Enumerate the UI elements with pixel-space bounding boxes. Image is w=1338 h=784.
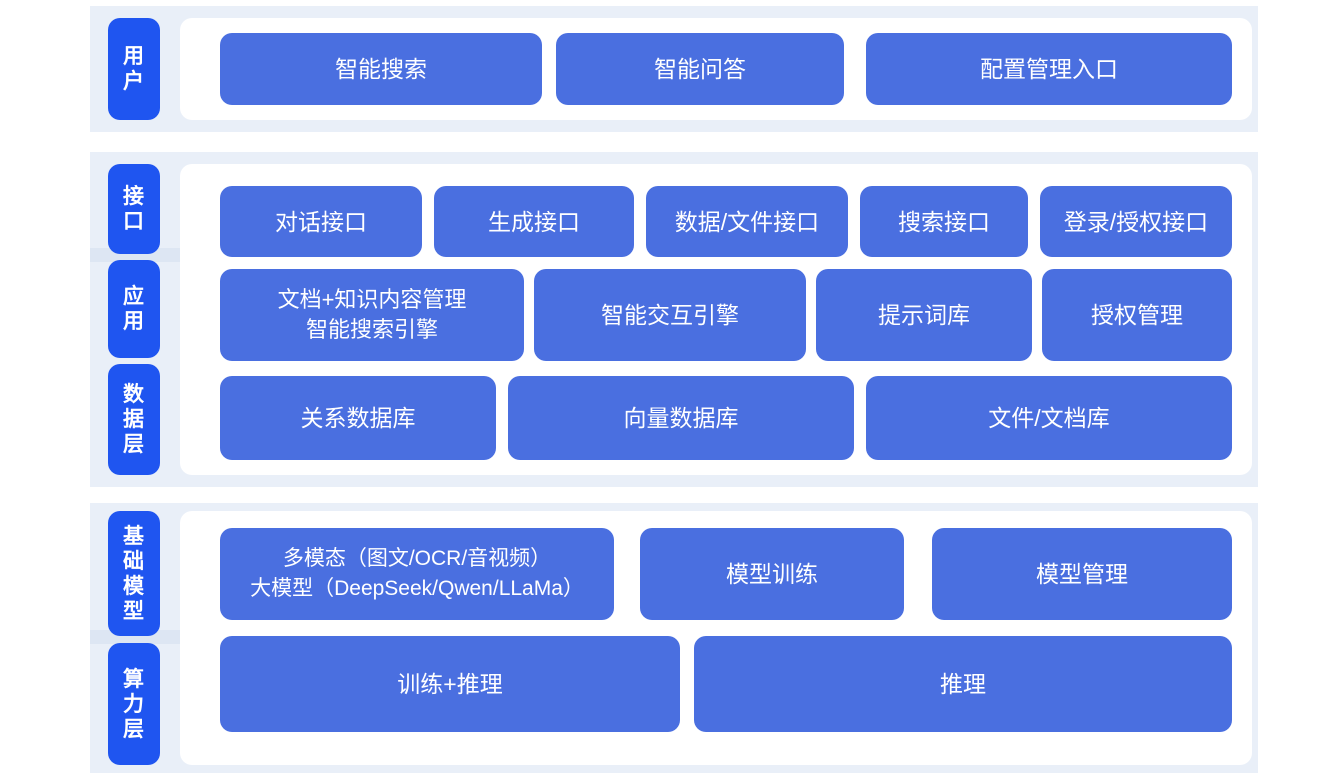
sidebar-tab-foundation-model[interactable]: 基础模型 bbox=[108, 511, 160, 636]
box-label: 关系数据库 bbox=[300, 405, 416, 431]
box-smart-interaction-engine[interactable]: 智能交互引擎 bbox=[534, 269, 806, 361]
box-label-line-2: 智能搜索引擎 bbox=[305, 317, 438, 342]
box-label-line-1: 多模态（图文/OCR/音视频） bbox=[282, 547, 552, 570]
sidebar-tab-data-layer[interactable]: 数据层 bbox=[108, 364, 160, 475]
box-generation-api[interactable]: 生成接口 bbox=[434, 186, 634, 257]
box-label: 数据/文件接口 bbox=[674, 208, 820, 235]
box-label: 模型管理 bbox=[1036, 561, 1128, 587]
sidebar-tab-user[interactable]: 用户 bbox=[108, 18, 160, 120]
box-model-management[interactable]: 模型管理 bbox=[932, 528, 1232, 620]
box-inference[interactable]: 推理 bbox=[694, 636, 1232, 732]
sidebar-tab-interface-label: 接口 bbox=[123, 185, 145, 233]
box-vector-database[interactable]: 向量数据库 bbox=[508, 376, 854, 460]
box-label: 模型训练 bbox=[726, 561, 818, 587]
box-label: 登录/授权接口 bbox=[1063, 208, 1209, 235]
box-label: 智能问答 bbox=[654, 56, 746, 82]
box-file-document-store[interactable]: 文件/文档库 bbox=[866, 376, 1232, 460]
sidebar-tab-foundation-model-label: 基础模型 bbox=[123, 524, 145, 623]
box-prompt-library[interactable]: 提示词库 bbox=[816, 269, 1032, 361]
box-relational-database[interactable]: 关系数据库 bbox=[220, 376, 496, 460]
sidebar-tab-user-label: 用户 bbox=[123, 45, 145, 93]
box-label: 提示词库 bbox=[878, 302, 970, 328]
box-label: 智能搜索 bbox=[335, 56, 427, 82]
section-platform: 接口 应用 数据层 对话接口 生成接口 数据/文件接口 搜索接口 登录/授权接口… bbox=[90, 152, 1258, 487]
box-label: 训练+推理 bbox=[397, 671, 503, 697]
box-label-line-2: 大模型（DeepSeek/Qwen/LLaMa） bbox=[250, 577, 584, 600]
box-smart-search[interactable]: 智能搜索 bbox=[220, 33, 542, 105]
box-config-management-entry[interactable]: 配置管理入口 bbox=[866, 33, 1232, 105]
box-login-auth-api[interactable]: 登录/授权接口 bbox=[1040, 186, 1232, 257]
box-label-line-1: 文档+知识内容管理 bbox=[277, 287, 467, 312]
box-label: 对话接口 bbox=[275, 208, 367, 235]
box-dialog-api[interactable]: 对话接口 bbox=[220, 186, 422, 257]
box-label: 授权管理 bbox=[1091, 302, 1183, 328]
sidebar-tab-compute-layer[interactable]: 算力层 bbox=[108, 643, 160, 765]
section-infrastructure: 基础模型 算力层 多模态（图文/OCR/音视频） 大模型（DeepSeek/Qw… bbox=[90, 503, 1258, 773]
box-model-training[interactable]: 模型训练 bbox=[640, 528, 904, 620]
box-label: 配置管理入口 bbox=[980, 56, 1118, 82]
box-label: 智能交互引擎 bbox=[601, 302, 739, 328]
sidebar-tab-application[interactable]: 应用 bbox=[108, 260, 160, 358]
box-multimodal-large-model[interactable]: 多模态（图文/OCR/音视频） 大模型（DeepSeek/Qwen/LLaMa） bbox=[220, 528, 614, 620]
box-label: 生成接口 bbox=[488, 208, 580, 235]
box-data-file-api[interactable]: 数据/文件接口 bbox=[646, 186, 848, 257]
box-doc-knowledge-search-engine[interactable]: 文档+知识内容管理 智能搜索引擎 bbox=[220, 269, 524, 361]
sidebar-tab-data-layer-label: 数据层 bbox=[123, 383, 145, 456]
box-authorization-management[interactable]: 授权管理 bbox=[1042, 269, 1232, 361]
box-label: 推理 bbox=[940, 671, 986, 697]
sidebar-tab-interface[interactable]: 接口 bbox=[108, 164, 160, 254]
box-label: 向量数据库 bbox=[623, 405, 739, 431]
box-smart-qa[interactable]: 智能问答 bbox=[556, 33, 844, 105]
box-training-and-inference[interactable]: 训练+推理 bbox=[220, 636, 680, 732]
sidebar-tab-compute-layer-label: 算力层 bbox=[123, 667, 145, 741]
box-label: 搜索接口 bbox=[898, 208, 990, 235]
section-user: 用户 智能搜索 智能问答 配置管理入口 bbox=[90, 6, 1258, 132]
box-label: 文件/文档库 bbox=[988, 405, 1110, 431]
sidebar-tab-application-label: 应用 bbox=[123, 285, 145, 333]
box-search-api[interactable]: 搜索接口 bbox=[860, 186, 1028, 257]
